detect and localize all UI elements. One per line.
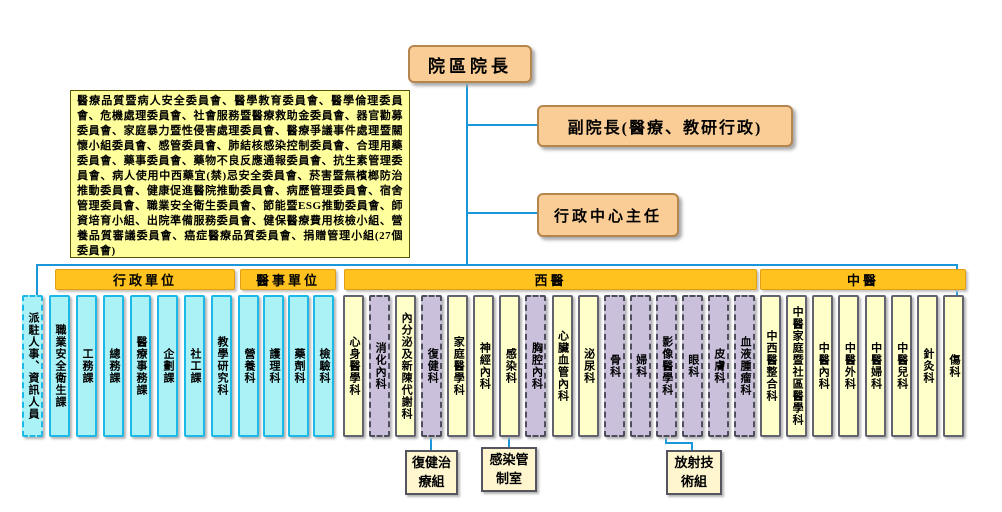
unit-box: 消化內科 xyxy=(369,295,391,437)
unit-box: 護理科 xyxy=(263,295,284,437)
unit-box: 家庭醫學科 xyxy=(447,295,469,437)
unit-box: 中醫內科 xyxy=(812,295,834,437)
unit-box: 骨科 xyxy=(603,295,625,437)
unit-box: 神經內科 xyxy=(473,295,495,437)
connector-infection-drop xyxy=(508,437,510,447)
unit-box: 心臟血管內科 xyxy=(551,295,573,437)
unit-box: 泌尿科 xyxy=(577,295,599,437)
unit-box: 教學研究科 xyxy=(211,295,232,437)
unit-box: 感染科 xyxy=(499,295,521,437)
unit-box: 傷科 xyxy=(942,295,964,437)
unit-box: 企劃課 xyxy=(157,295,178,437)
subunit-radiology-tech: 放射技術組 xyxy=(666,450,722,495)
connector-admin-center xyxy=(467,212,537,214)
connector-radiology-drop1 xyxy=(665,437,667,444)
unit-box: 內分泌及新陳代謝科 xyxy=(395,295,417,437)
unit-box: 中醫外科 xyxy=(838,295,860,437)
connector-vice-director xyxy=(467,124,537,126)
group-western-departments: 心身醫學科 消化內科 內分泌及新陳代謝科 復健科 家庭醫學科 神經內科 感染科 … xyxy=(343,295,755,437)
connector-left-drop xyxy=(36,264,38,295)
connector-radiology-drop2 xyxy=(691,442,693,451)
group-header-western: 西醫 xyxy=(344,269,757,290)
unit-box: 營養科 xyxy=(238,295,259,437)
group-admin-units: 派駐人事、資訊人員 職業安全衛生課 工務課 總務課 醫療事務課 企劃課 社工課 … xyxy=(22,295,232,437)
unit-box: 醫療事務課 xyxy=(130,295,151,437)
unit-box: 中醫家庭暨社區醫學科 xyxy=(786,295,808,437)
connector-root-vertical xyxy=(466,80,468,266)
unit-box: 婦科 xyxy=(629,295,651,437)
group-tcm-departments: 中西醫整合科 中醫家庭暨社區醫學科 中醫內科 中醫外科 中醫婦科 中醫兒科 針灸… xyxy=(760,295,964,437)
unit-box: 總務課 xyxy=(103,295,124,437)
unit-box: 眼科 xyxy=(681,295,703,437)
unit-box: 檢驗科 xyxy=(313,295,334,437)
unit-box: 職業安全衛生課 xyxy=(49,295,70,437)
unit-box: 針灸科 xyxy=(916,295,938,437)
unit-box: 皮膚科 xyxy=(707,295,729,437)
unit-box: 藥劑科 xyxy=(288,295,309,437)
connector-radiology-elbow xyxy=(665,442,693,444)
subunit-infection-control: 感染管制室 xyxy=(481,447,537,492)
unit-box: 工務課 xyxy=(76,295,97,437)
unit-box: 社工課 xyxy=(184,295,205,437)
root-node-director: 院區院長 xyxy=(408,45,532,83)
unit-box: 中醫兒科 xyxy=(890,295,912,437)
subunit-rehab-therapy: 復健治療組 xyxy=(405,450,458,495)
node-admin-center-director: 行政中心主任 xyxy=(537,193,679,237)
unit-box: 中醫婦科 xyxy=(864,295,886,437)
unit-box: 血液腫瘤科 xyxy=(733,295,755,437)
group-header-admin: 行政單位 xyxy=(55,269,235,290)
unit-box: 中西醫整合科 xyxy=(760,295,781,437)
committees-note: 醫療品質暨病人安全委員會、醫學教育委員會、醫學倫理委員會、危機處理委員會、社會服… xyxy=(70,90,410,258)
node-vice-director: 副院長(醫療、教研行政) xyxy=(537,105,793,147)
unit-box: 派駐人事、資訊人員 xyxy=(22,295,43,437)
connector-rehab-drop xyxy=(430,437,432,450)
group-header-tcm: 中醫 xyxy=(760,269,966,290)
group-header-medical: 醫事單位 xyxy=(240,269,336,290)
unit-box: 復健科 xyxy=(421,295,443,437)
unit-box: 胸腔內科 xyxy=(525,295,547,437)
unit-box: 心身醫學科 xyxy=(343,295,364,437)
group-medical-units: 營養科 護理科 藥劑科 檢驗科 xyxy=(238,295,334,437)
unit-box: 影像醫學科 xyxy=(655,295,677,437)
connector-main-horizontal xyxy=(36,264,958,266)
